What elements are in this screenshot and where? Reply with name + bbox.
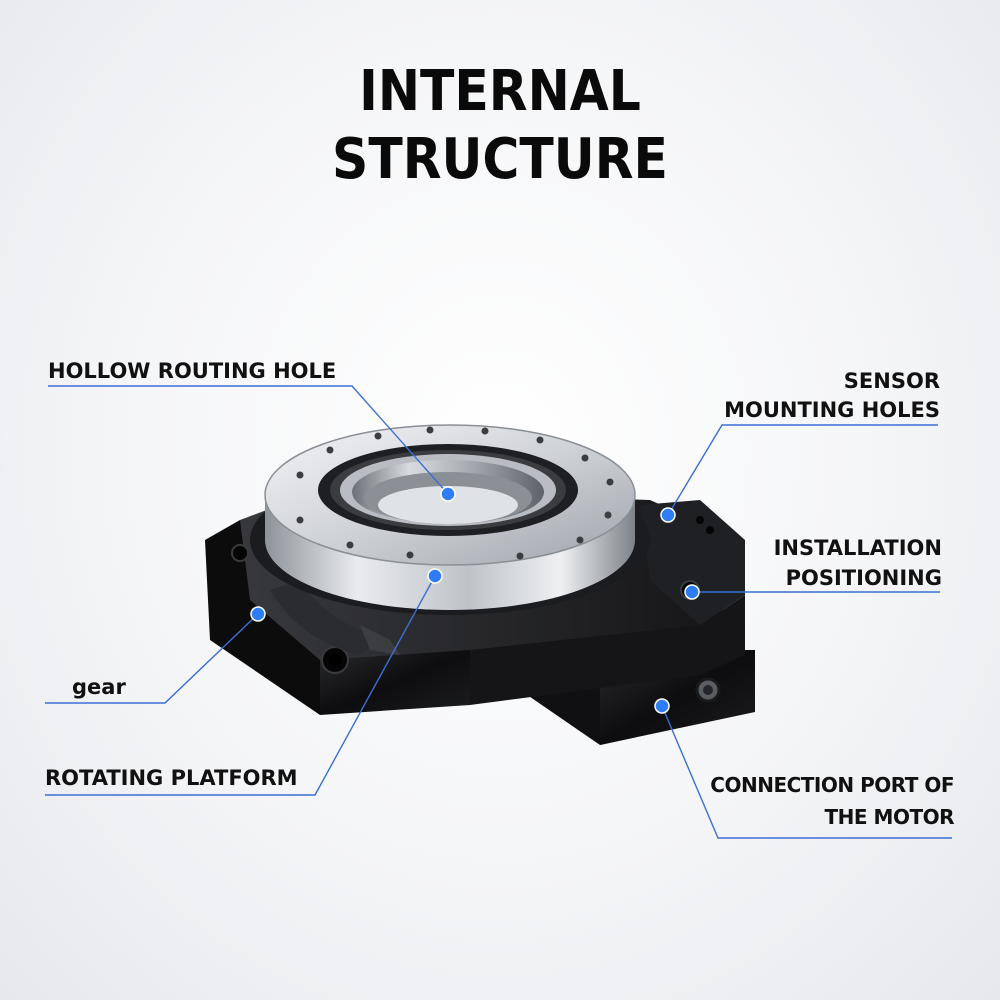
callout-motor-line-2: THE MOTOR — [824, 805, 955, 829]
callout-sensor-line-2: MOUNTING HOLES — [724, 398, 940, 422]
callout-sensor-line-1: SENSOR — [843, 369, 940, 393]
rotating-platform — [250, 424, 650, 615]
callout-dots — [250, 486, 700, 714]
dot-motor-port — [654, 698, 670, 714]
callout-installation-line-1: INSTALLATION — [773, 536, 942, 560]
dot-rotating-platform — [427, 568, 443, 584]
callout-motor-line-1: CONNECTION PORT OF — [710, 773, 954, 797]
callout-installation-line-2: POSITIONING — [785, 566, 942, 590]
callout-gear: gear — [72, 675, 126, 699]
page-title: INTERNAL STRUCTURE — [50, 58, 950, 194]
callout-rotating-platform: ROTATING PLATFORM — [45, 766, 298, 790]
callout-lines — [45, 385, 952, 839]
dot-installation — [684, 584, 700, 600]
dot-sensor-holes — [660, 507, 676, 523]
dot-hollow-routing-hole — [440, 486, 456, 502]
callout-hollow-routing-hole: HOLLOW ROUTING HOLE — [48, 359, 337, 383]
title-line-1: INTERNAL — [359, 59, 641, 124]
dot-gear — [250, 606, 266, 622]
title-line-2: STRUCTURE — [332, 127, 668, 192]
